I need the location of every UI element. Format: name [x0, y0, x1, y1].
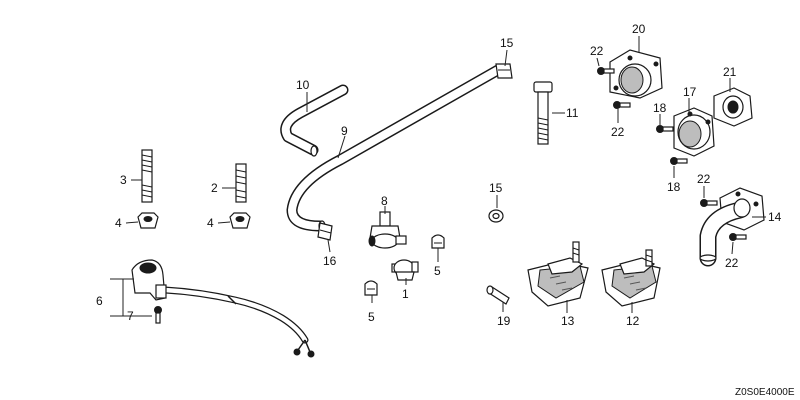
callout-18-a: 18 — [653, 101, 667, 115]
callout-5-right: 5 — [434, 264, 441, 278]
part-7-screw — [154, 306, 162, 324]
callout-20: 20 — [632, 22, 646, 36]
callout-15-top: 15 — [500, 36, 514, 50]
callout-4-left: 4 — [115, 216, 122, 230]
leader-lines — [110, 36, 766, 317]
callout-8: 8 — [381, 194, 388, 208]
part-16-cover — [673, 107, 715, 157]
part-4-nut-right — [229, 212, 251, 229]
callout-21: 14 — [768, 210, 782, 224]
callout-6: 6 — [96, 294, 103, 308]
callout-22-b: 22 — [611, 125, 625, 139]
part-22-screw-a — [597, 67, 615, 75]
part-8-valve — [368, 211, 407, 249]
part-3-stud-bolt — [141, 149, 153, 203]
part-21-elbow-pipe — [699, 187, 765, 267]
part-19-pin — [486, 285, 510, 305]
callout-11: 11 — [566, 106, 579, 120]
part-15-clamp-lower — [317, 222, 333, 241]
callout-14: 15 — [489, 181, 503, 195]
callout-22-c: 22 — [697, 172, 711, 186]
part-14-washer — [488, 209, 504, 223]
part-6-wire-harness — [161, 286, 315, 358]
callout-12: 12 — [626, 314, 640, 328]
part-2-stud-bolt — [235, 163, 247, 203]
callout-1: 1 — [402, 287, 409, 301]
part-1-valve — [391, 259, 419, 281]
callout-22-a: 22 — [590, 44, 604, 58]
part-17-gasket — [713, 87, 753, 127]
part-11-bolt — [533, 81, 553, 145]
drawing-code: Z0S0E4000E — [735, 387, 795, 398]
part-9-long-hose — [286, 64, 504, 232]
callout-13: 13 — [561, 314, 575, 328]
part-22-screw-b — [613, 101, 631, 109]
callout-19: 19 — [497, 314, 511, 328]
callout-16: 17 — [683, 85, 697, 99]
part-6-connector — [131, 259, 167, 301]
callout-7: 7 — [127, 309, 134, 323]
callout-4-right: 4 — [207, 216, 214, 230]
callout-3: 3 — [120, 173, 127, 187]
part-13-engine-mount — [527, 241, 589, 307]
part-18-screw-b — [670, 157, 688, 165]
callout-10: 10 — [296, 78, 310, 92]
callout-22-d: 22 — [725, 256, 739, 270]
part-18-screw-a — [656, 125, 674, 133]
part-20-cover — [609, 49, 663, 99]
part-15-clamp-top — [495, 63, 513, 79]
callout-9: 9 — [341, 124, 348, 138]
callout-2: 2 — [211, 181, 218, 195]
callout-15-lower: 16 — [323, 254, 337, 268]
callout-labels: 10 9 15 16 3 2 4 4 8 1 5 5 11 15 19 13 1… — [96, 22, 795, 398]
part-22-screw-d — [729, 233, 747, 241]
callout-18-b: 18 — [667, 180, 681, 194]
callout-5-left: 5 — [368, 310, 375, 324]
part-12-engine-mount — [601, 249, 661, 307]
part-10-short-hose — [280, 84, 349, 157]
part-5-clamp-right — [431, 234, 445, 249]
callout-17: 21 — [723, 65, 737, 79]
part-4-nut-left — [137, 212, 159, 229]
part-5-clamp-left — [364, 280, 378, 296]
part-22-screw-c — [700, 199, 718, 207]
